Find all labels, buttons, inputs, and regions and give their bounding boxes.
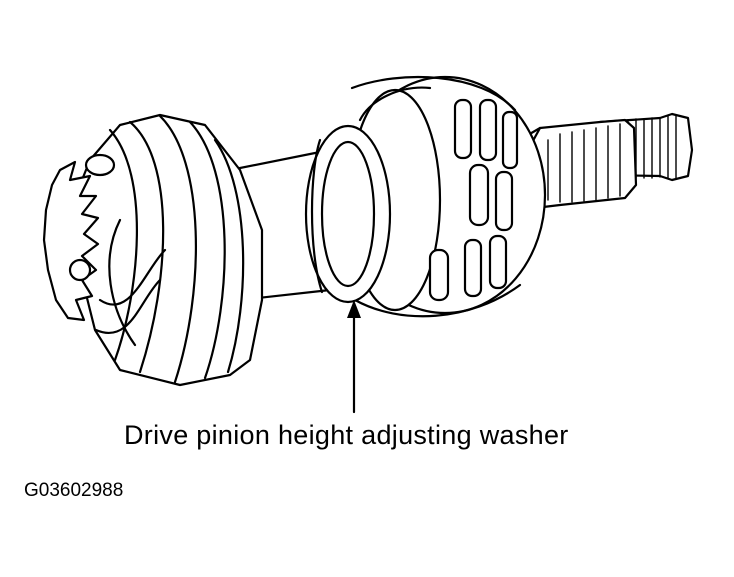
callout-leader <box>347 300 361 414</box>
figure-code: G03602988 <box>24 480 124 501</box>
adjusting-washer <box>304 124 392 304</box>
pinion-gear <box>42 113 264 387</box>
callout-label: Drive pinion height adjusting washer <box>124 420 569 450</box>
splined-shaft <box>526 118 638 210</box>
